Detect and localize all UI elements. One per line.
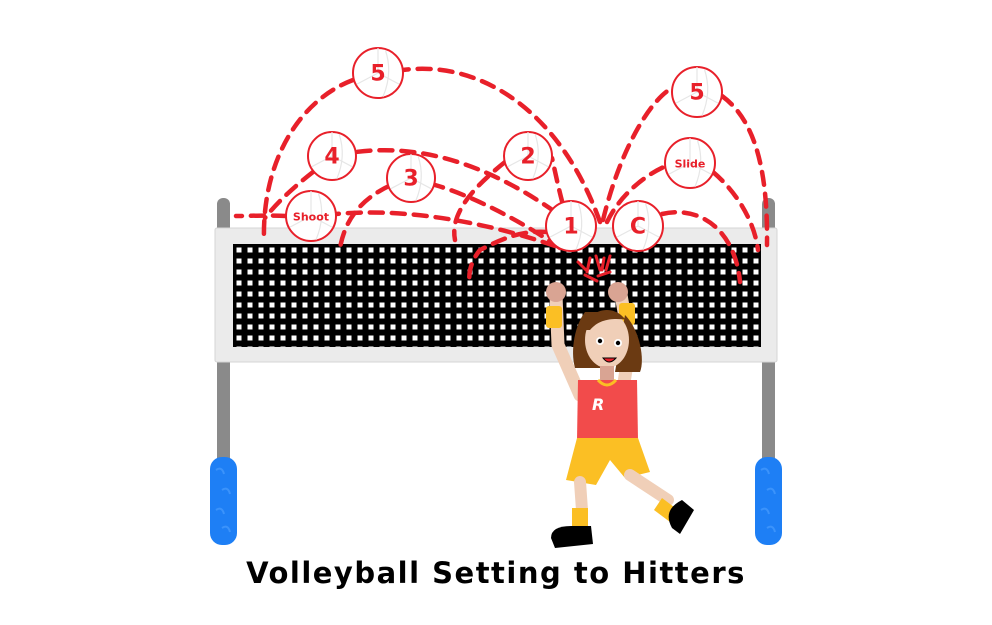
hair (584, 310, 632, 335)
setter-player: R (546, 282, 694, 548)
right-pole-base-pad (755, 457, 782, 545)
right-wristband (619, 303, 635, 325)
hand-motion-marks (576, 254, 612, 283)
jersey (577, 380, 638, 440)
ball-marker-right-5: 5 (671, 66, 723, 118)
jersey-logo: R (592, 395, 604, 414)
ball-marker-shoot: Shoot (285, 190, 337, 242)
right-hand (608, 282, 628, 302)
ball-marker-c: C (612, 200, 664, 252)
volleyball-net (214, 227, 778, 363)
net-mesh (233, 244, 761, 347)
ball-label: 1 (563, 215, 578, 240)
left-wristband (546, 306, 562, 328)
left-shoe (551, 526, 593, 548)
ball-marker-4: 4 (307, 131, 357, 181)
ball-marker-2: 2 (503, 131, 553, 181)
head (585, 312, 629, 368)
right-shoe (668, 500, 694, 534)
ball-label: C (630, 215, 646, 240)
ball-label: 4 (324, 145, 339, 170)
ball-label: 5 (689, 81, 704, 106)
ball-marker-1: 1 (545, 200, 597, 252)
ball-label: 3 (403, 167, 418, 192)
ball-marker-slide: Slide (664, 137, 716, 189)
diagram-title: Volleyball Setting to Hitters (246, 556, 746, 590)
left-hand (546, 282, 566, 302)
ball-label: Slide (675, 158, 706, 171)
ball-marker-left-5: 5 (352, 47, 404, 99)
ball-label: 5 (370, 62, 385, 87)
ball-marker-3: 3 (386, 153, 436, 203)
left-pole-base-pad (210, 457, 237, 545)
ball-label: Shoot (293, 211, 329, 224)
ball-label: 2 (520, 145, 535, 170)
